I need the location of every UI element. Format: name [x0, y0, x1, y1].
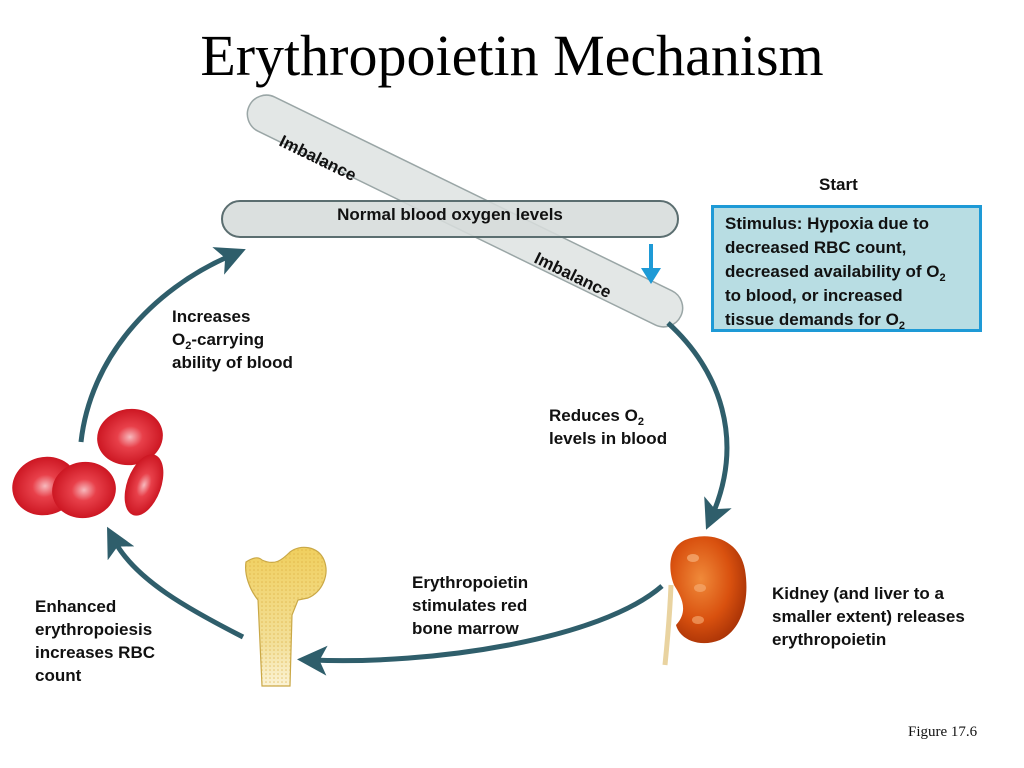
stimulus-box: Stimulus: Hypoxia due to decreased RBC c… [711, 205, 982, 332]
stimulus-line: decreased availability of O2 [725, 262, 946, 284]
normal-blood-oxygen-bar: Normal blood oxygen levels [221, 200, 679, 238]
increases-o2-label: Increases O2-carrying ability of blood [172, 307, 293, 372]
enhanced-erythropoiesis-label: Enhanced erythropoiesis increases RBC co… [35, 597, 156, 685]
bone-marrow-icon [245, 546, 327, 687]
kidney-label: Kidney (and liver to a smaller extent) r… [772, 584, 965, 649]
arrow-to-rbc [107, 526, 245, 640]
start-label: Start [819, 175, 858, 194]
reduces-o2-label: Reduces O2 levels in blood [549, 406, 668, 448]
normal-bar-label: Normal blood oxygen levels [337, 205, 563, 224]
arrow-to-kidney [666, 321, 732, 530]
stimulus-line: tissue demands for O2 [725, 310, 905, 332]
red-blood-cells-icon [12, 408, 164, 519]
stimulus-line: decreased RBC count, [725, 238, 907, 257]
stimulus-line: Stimulus: Hypoxia due to [725, 214, 930, 233]
figure-label: Figure 17.6 [908, 724, 978, 740]
arrow-to-normal [78, 247, 246, 443]
kidney-icon [662, 536, 747, 666]
epo-stimulates-label: Erythropoietin stimulates red bone marro… [412, 573, 529, 638]
start-arrow-icon [641, 244, 661, 284]
page-title: Erythropoietin Mechanism [200, 23, 824, 88]
stimulus-line: to blood, or increased [725, 286, 903, 305]
arrow-to-bone [297, 584, 664, 676]
